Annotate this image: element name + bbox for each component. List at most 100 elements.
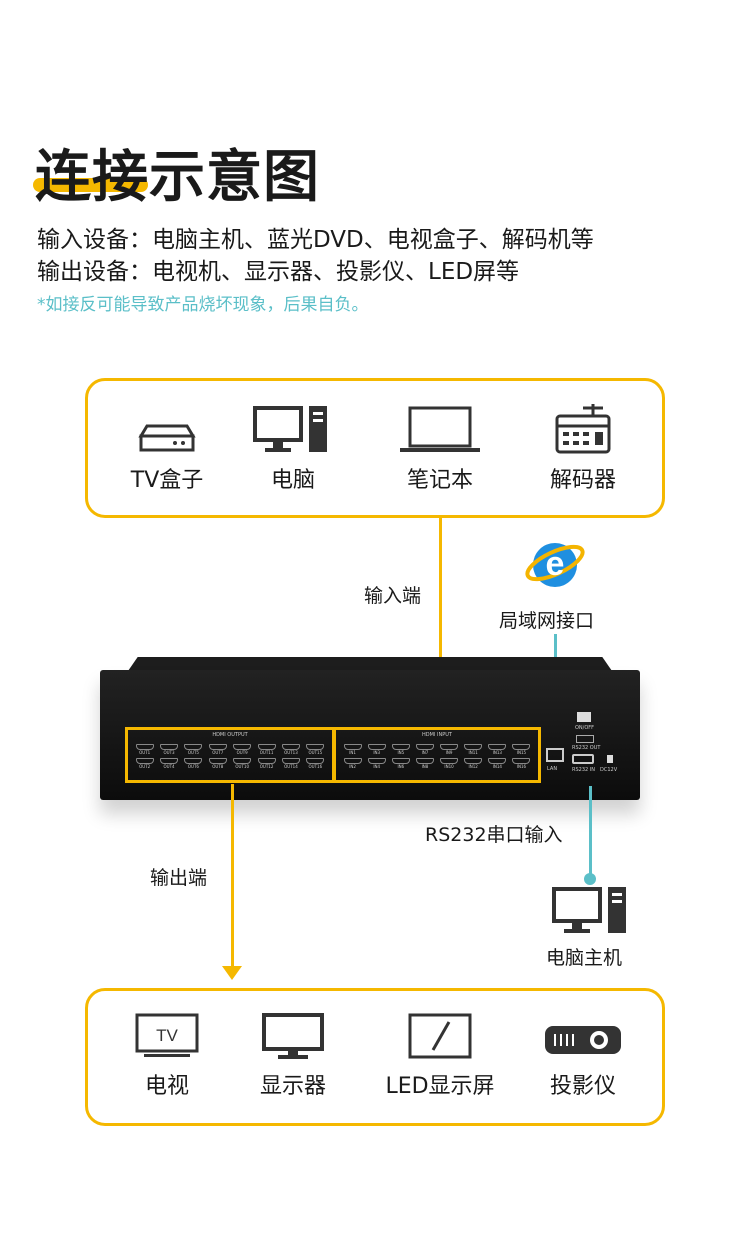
- hdmi-port-icon: [306, 758, 325, 764]
- rs232-in-port[interactable]: [572, 754, 594, 764]
- port-label: OUT7: [212, 750, 224, 755]
- port-label: IN5: [397, 750, 405, 755]
- hdmi-output-port[interactable]: OUT15: [305, 744, 326, 756]
- hdmi-output-port[interactable]: OUT12: [256, 758, 277, 770]
- port-label: IN7: [421, 750, 429, 755]
- hdmi-output-port[interactable]: OUT8: [207, 758, 228, 770]
- hdmi-port-icon: [464, 758, 483, 764]
- warning-note: *如接反可能导致产品烧坏现象，后果自负。: [37, 295, 369, 315]
- hdmi-port-icon: [208, 744, 227, 750]
- rs232-connector-line: [589, 786, 592, 876]
- hdmi-port-icon: [135, 758, 154, 764]
- output-device-tv: TV 电视: [107, 1012, 227, 1100]
- hdmi-port-icon: [440, 758, 459, 764]
- rs232-out-label: RS232 OUT: [572, 745, 601, 751]
- hdmi-port-icon: [306, 744, 325, 750]
- hdmi-port-icon: [257, 744, 276, 750]
- laptop-icon: [400, 406, 480, 452]
- hdmi-input-port[interactable]: IN6: [390, 758, 411, 770]
- hdmi-input-port[interactable]: IN11: [463, 744, 484, 756]
- input-devices-text: 输入设备：电脑主机、蓝光DVD、电视盒子、解码机等: [37, 227, 594, 253]
- port-label: OUT13: [284, 750, 298, 755]
- hdmi-input-port[interactable]: IN2: [342, 758, 363, 770]
- lan-label: 局域网接口: [499, 610, 595, 632]
- hdmi-output-port[interactable]: OUT9: [232, 744, 253, 756]
- hdmi-port-icon: [415, 758, 434, 764]
- hdmi-output-port[interactable]: OUT4: [158, 758, 179, 770]
- power-label: ON/OFF: [575, 725, 595, 731]
- page-title: 连接示意图: [35, 145, 320, 210]
- hdmi-output-port[interactable]: OUT5: [183, 744, 204, 756]
- output-devices-box: [85, 988, 665, 1126]
- hdmi-port-icon: [367, 758, 386, 764]
- tv-box-icon: [138, 424, 196, 452]
- input-device-decoder: 解码器: [523, 402, 643, 494]
- hdmi-port-icon: [367, 744, 386, 750]
- rs232-in-label: RS232 IN: [572, 767, 595, 773]
- hdmi-input-port[interactable]: IN8: [414, 758, 435, 770]
- output-label: 电视: [144, 1074, 189, 1099]
- dc-power-port[interactable]: [607, 755, 613, 763]
- hdmi-output-port[interactable]: OUT3: [158, 744, 179, 756]
- hdmi-output-port[interactable]: OUT2: [134, 758, 155, 770]
- port-label: OUT15: [308, 750, 323, 755]
- port-label: OUT8: [212, 764, 224, 769]
- output-device-led: LED显示屏: [370, 1012, 510, 1100]
- port-label: OUT11: [259, 750, 274, 755]
- hdmi-output-port[interactable]: OUT10: [232, 758, 253, 770]
- output-device-monitor: 显示器: [233, 1012, 353, 1100]
- hdmi-output-port[interactable]: OUT13: [280, 744, 301, 756]
- hdmi-input-port[interactable]: IN4: [366, 758, 387, 770]
- hdmi-input-port[interactable]: IN5: [390, 744, 411, 756]
- output-label: 显示器: [259, 1074, 326, 1099]
- port-label: OUT3: [163, 750, 175, 755]
- port-label: IN6: [397, 764, 405, 769]
- port-label: IN13: [492, 750, 502, 755]
- hdmi-input-port[interactable]: IN15: [511, 744, 532, 756]
- hdmi-input-port[interactable]: IN12: [463, 758, 484, 770]
- port-label: IN9: [445, 750, 453, 755]
- output-label: LED显示屏: [385, 1074, 495, 1099]
- hdmi-input-port[interactable]: IN9: [439, 744, 460, 756]
- decoder-icon: [555, 404, 611, 454]
- hdmi-output-port[interactable]: OUT14: [280, 758, 301, 770]
- hdmi-input-port[interactable]: IN10: [439, 758, 460, 770]
- hdmi-output-port[interactable]: OUT1: [134, 744, 155, 756]
- hdmi-input-port[interactable]: IN13: [487, 744, 508, 756]
- output-arrow-icon: [222, 966, 242, 980]
- port-label: OUT4: [163, 764, 175, 769]
- tv-icon: TV: [135, 1013, 199, 1057]
- hdmi-output-title: HDMI OUTPUT: [212, 732, 248, 738]
- hdmi-input-port[interactable]: IN1: [342, 744, 363, 756]
- hdmi-input-port[interactable]: IN3: [366, 744, 387, 756]
- hdmi-output-port[interactable]: OUT11: [256, 744, 277, 756]
- port-label: IN1: [349, 750, 356, 755]
- port-label: OUT10: [235, 764, 249, 769]
- led-screen-icon: [408, 1013, 472, 1059]
- hdmi-output-port[interactable]: OUT16: [305, 758, 326, 770]
- desktop-pc-icon: [253, 406, 327, 452]
- hdmi-input-title: HDMI INPUT: [422, 732, 452, 738]
- hdmi-output-port[interactable]: OUT7: [207, 744, 228, 756]
- port-label: OUT14: [284, 764, 298, 769]
- rs232-label: RS232串口输入: [425, 824, 563, 846]
- title-highlight: [33, 178, 148, 192]
- port-label: OUT16: [308, 764, 323, 769]
- hdmi-input-port[interactable]: IN14: [487, 758, 508, 770]
- hdmi-input-port[interactable]: IN16: [511, 758, 532, 770]
- lan-port[interactable]: [546, 748, 564, 762]
- hdmi-output-port[interactable]: OUT6: [183, 758, 204, 770]
- input-label: 电脑: [270, 468, 315, 493]
- input-devices-box: [85, 378, 665, 518]
- port-label: IN3: [373, 750, 381, 755]
- port-label: IN12: [468, 764, 478, 769]
- host-pc-label: 电脑主机: [546, 947, 623, 969]
- input-device-pc: 电脑: [233, 404, 353, 494]
- hdmi-port-icon: [281, 758, 300, 764]
- power-switch[interactable]: [577, 712, 591, 722]
- rs232-out-port[interactable]: [576, 735, 594, 743]
- hdmi-input-port[interactable]: IN7: [414, 744, 435, 756]
